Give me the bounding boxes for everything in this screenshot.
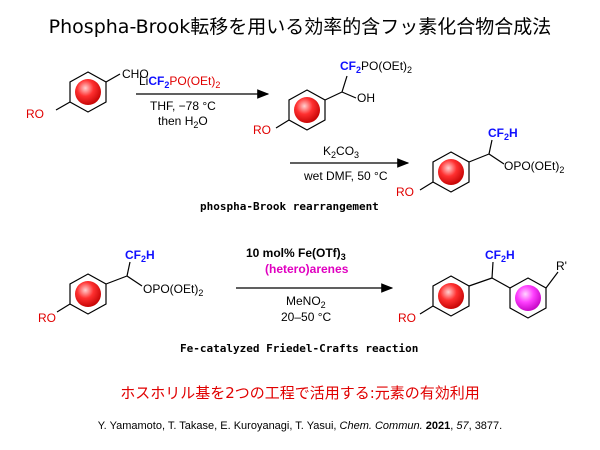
benzene-ring-icon [438,159,464,185]
citation-authors: Y. Yamamoto, T. Takase, E. Kuroyanagi, T… [97,420,340,432]
condition-2: wet DMF, 50 °C [303,169,388,183]
condition-1b: then H2O [158,114,208,130]
reaction-scheme: CHO RO LiCF2PO(OEt)2 THF, −78 °C then H2… [26,59,567,355]
aldehyde-label: CHO [122,67,149,81]
benzene-ring-icon [294,97,320,123]
citation-year: 2021 [425,420,451,432]
citation: Y. Yamamoto, T. Takase, E. Kuroyanagi, T… [97,420,503,432]
alcohol-molecule: CF2PO(OEt)2 OH RO [253,59,412,137]
ro-label: RO [253,123,271,137]
solvent-label: MeNO2 [286,294,326,310]
arene-ring-icon [515,285,541,311]
arenes-label: (hetero)arenes [265,262,349,276]
ro-label: RO [396,185,414,199]
condition-1a: THF, −78 °C [150,99,216,113]
friedel-crafts-label: Fe-catalyzed Friedel-Crafts reaction [180,342,418,355]
r-prime-label: R' [556,259,567,273]
temperature-label: 20–50 °C [281,310,332,324]
opo-group: OPO(OEt)2 [504,159,564,175]
ro-label: RO [398,311,416,325]
benzene-ring-icon [438,283,464,309]
aldehyde-molecule: CHO RO [26,67,149,121]
benzene-ring-icon [75,79,101,105]
opo-group: OPO(OEt)2 [143,282,203,298]
cf2-po-group: CF2PO(OEt)2 [340,59,412,75]
diarylmethane-molecule: CF2H R' RO [398,248,567,325]
ro-label: RO [26,107,44,121]
hydroxyl-label: OH [357,91,375,105]
citation-journal: Chem. Commun. [339,420,423,432]
summary-caption: ホスホリル基を2つの工程で活用する:元素の有効利用 [120,384,480,402]
reagent-2: K2CO3 [323,144,359,160]
phosphate-molecule: CF2H OPO(OEt)2 RO [396,126,564,199]
ro-label: RO [38,311,56,325]
reagent-1: LiCF2PO(OEt)2 [139,74,220,90]
citation-pages: , 3877. [468,420,503,432]
benzene-ring-icon [75,281,101,307]
cf2h-group: CF2H [488,126,518,142]
citation-volume: 57 [456,420,469,432]
catalyst-label: 10 mol% Fe(OTf)3 [246,246,346,262]
cf2h-group: CF2H [485,248,515,264]
phospha-brook-label: phospha-Brook rearrangement [200,200,379,213]
page-title: Phospha-Brook転移を用いる効率的含フッ素化合物合成法 [48,16,552,38]
phosphate-start-molecule: CF2H OPO(OEt)2 RO [38,248,203,325]
cf2h-group: CF2H [125,248,155,264]
